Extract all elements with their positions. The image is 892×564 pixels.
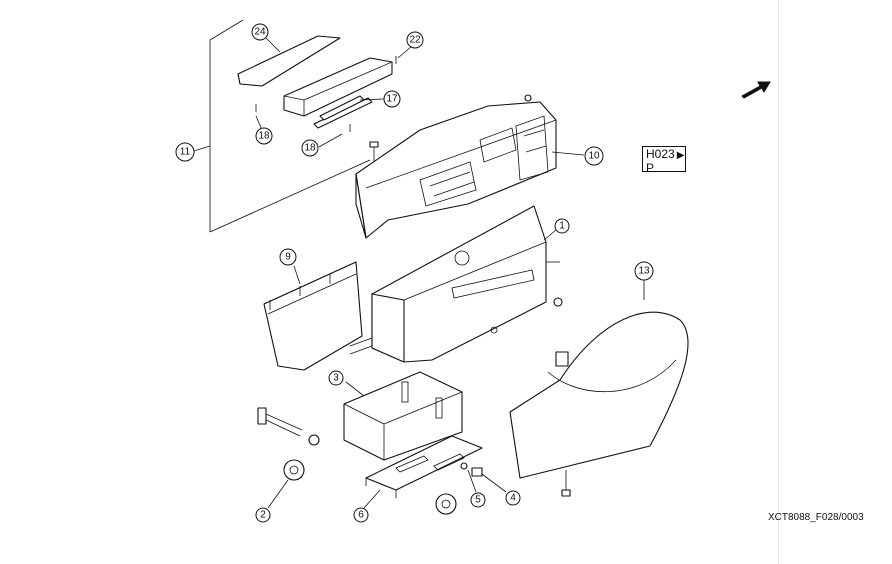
callout: 2 — [255, 507, 271, 523]
screws — [255, 56, 532, 166]
svg-text:2: 2 — [260, 510, 266, 521]
knob-2 — [283, 459, 305, 481]
callout: 24 — [251, 23, 269, 41]
reference-arrow-icon: ▶ — [676, 150, 685, 161]
callout: 9 — [279, 248, 297, 266]
callout: 13 — [634, 261, 654, 281]
bolt — [257, 407, 320, 446]
reference-letter: P — [646, 161, 655, 175]
callout: 5 — [470, 492, 486, 508]
callout: 10 — [584, 146, 604, 166]
svg-text:24: 24 — [254, 27, 266, 38]
callout: 1 — [554, 218, 570, 234]
assembly-bracket-11 — [209, 19, 371, 233]
part-10-console-cover — [355, 101, 557, 239]
hardware-4-5 — [460, 462, 483, 477]
svg-text:6: 6 — [358, 510, 364, 521]
part-9-side-panel — [263, 261, 363, 371]
callout: 17 — [383, 90, 401, 108]
callout: 18 — [301, 139, 319, 157]
callout: 18 — [255, 127, 273, 145]
reference-code: H023 — [646, 147, 675, 161]
svg-text:4: 4 — [510, 493, 516, 504]
leader-lines — [193, 37, 645, 509]
callout: 22 — [406, 31, 424, 49]
figure-id: XCT8088_F028/0003 — [768, 512, 864, 523]
svg-text:1: 1 — [559, 221, 565, 232]
svg-text:18: 18 — [258, 131, 270, 142]
knob-lower — [435, 493, 457, 515]
part-6-plate — [365, 435, 483, 498]
callout: 11 — [175, 142, 195, 162]
svg-text:9: 9 — [285, 252, 291, 263]
armrest-cushion — [283, 57, 393, 117]
svg-text:13: 13 — [638, 266, 650, 277]
part-3-bracket — [343, 371, 463, 461]
callout: 3 — [328, 370, 344, 386]
svg-text:17: 17 — [386, 94, 398, 105]
reference-box: H023▶ P — [642, 146, 686, 175]
svg-text:10: 10 — [588, 151, 600, 162]
svg-text:5: 5 — [475, 495, 481, 506]
svg-text:22: 22 — [409, 35, 421, 46]
svg-text:3: 3 — [333, 373, 339, 384]
callout: 6 — [353, 507, 369, 523]
part-17-strip — [313, 95, 373, 129]
svg-text:18: 18 — [304, 143, 316, 154]
callout: 4 — [505, 490, 521, 506]
part-24-pad — [237, 35, 341, 87]
part-13-rear-cover — [509, 297, 689, 497]
page-edge-rule — [778, 0, 779, 564]
part-1-frame — [349, 205, 560, 363]
direction-arrow-icon — [741, 81, 771, 99]
svg-text:11: 11 — [180, 147, 191, 158]
